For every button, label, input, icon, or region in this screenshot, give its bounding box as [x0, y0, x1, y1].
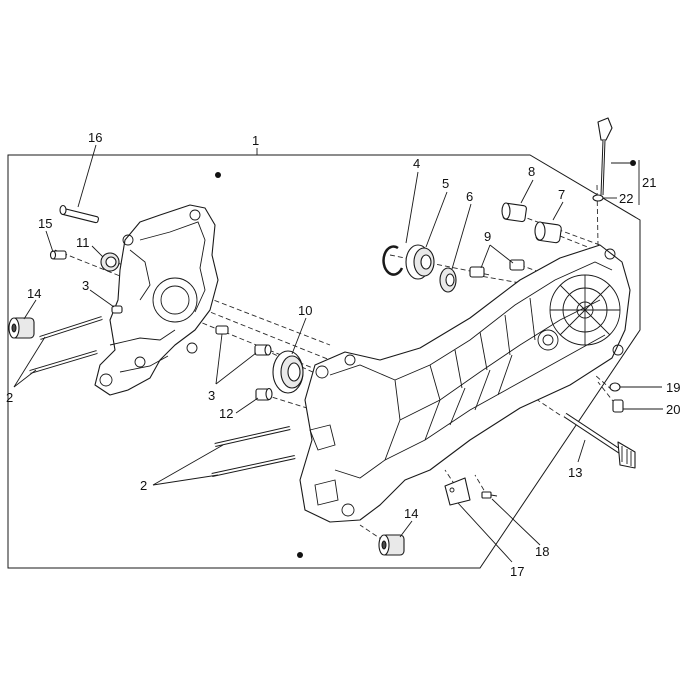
studs-2-center	[211, 426, 296, 477]
bush-14-left	[8, 317, 35, 339]
oil-seal-6	[439, 267, 457, 293]
callout-13: 13	[568, 465, 582, 480]
callout-3-left: 3	[82, 278, 89, 293]
leader-lines	[13, 144, 663, 563]
stud-16	[59, 204, 99, 224]
dipstick-21	[597, 117, 613, 196]
washer-19	[609, 382, 621, 392]
assembly-boundary	[7, 154, 641, 569]
callout-8: 8	[528, 164, 535, 179]
bush-8	[501, 202, 527, 223]
callout-1: 1	[252, 133, 259, 148]
callout-2-left: 2	[6, 390, 13, 405]
callout-16: 16	[88, 130, 102, 145]
bearing-10	[272, 350, 304, 394]
callout-22: 22	[619, 191, 633, 206]
bush-14-bottom	[378, 534, 405, 556]
callout-7: 7	[558, 187, 565, 202]
dowel-15	[49, 250, 67, 260]
callout-15: 15	[38, 216, 52, 231]
callout-10: 10	[298, 303, 312, 318]
left-crankcase-half	[94, 204, 219, 396]
plug-20	[612, 399, 624, 413]
dowel-9-a	[469, 266, 485, 278]
bush-7	[534, 221, 562, 244]
studs-2-left	[29, 316, 103, 374]
callout-14-left: 14	[27, 286, 41, 301]
main-crankcase	[299, 244, 631, 523]
shaft-13	[563, 412, 636, 469]
reference-dot-right	[630, 160, 636, 166]
callout-12: 12	[219, 406, 233, 421]
callout-9: 9	[484, 229, 491, 244]
callout-3-center: 3	[208, 388, 215, 403]
callout-labels: 1 16 15 11 14 3 2 3 12 10 2 4 5 6 8 7 9 …	[6, 130, 680, 579]
dowel-9-b	[509, 259, 525, 271]
dowel-3-b	[215, 325, 229, 335]
callout-5: 5	[442, 176, 449, 191]
callout-4: 4	[413, 156, 420, 171]
callout-19: 19	[666, 380, 680, 395]
reference-dot-top	[215, 172, 221, 178]
reference-dot-bottom	[297, 552, 303, 558]
dowel-3-a	[111, 305, 123, 314]
callout-20: 20	[666, 402, 680, 417]
dowel-3-c	[254, 344, 272, 356]
callout-6: 6	[466, 189, 473, 204]
dowel-12	[255, 387, 273, 401]
oil-seal-11	[100, 252, 120, 272]
callout-11: 11	[76, 235, 90, 250]
callout-21: 21	[642, 175, 656, 190]
callout-14-bottom: 14	[404, 506, 418, 521]
screw-18	[481, 491, 498, 499]
callout-18: 18	[535, 544, 549, 559]
cover-plate-17	[444, 477, 471, 506]
bearing-5	[405, 244, 435, 280]
o-ring-22	[592, 194, 604, 202]
circlip-4	[382, 245, 404, 276]
callout-17: 17	[510, 564, 524, 579]
callout-2-center: 2	[140, 478, 147, 493]
